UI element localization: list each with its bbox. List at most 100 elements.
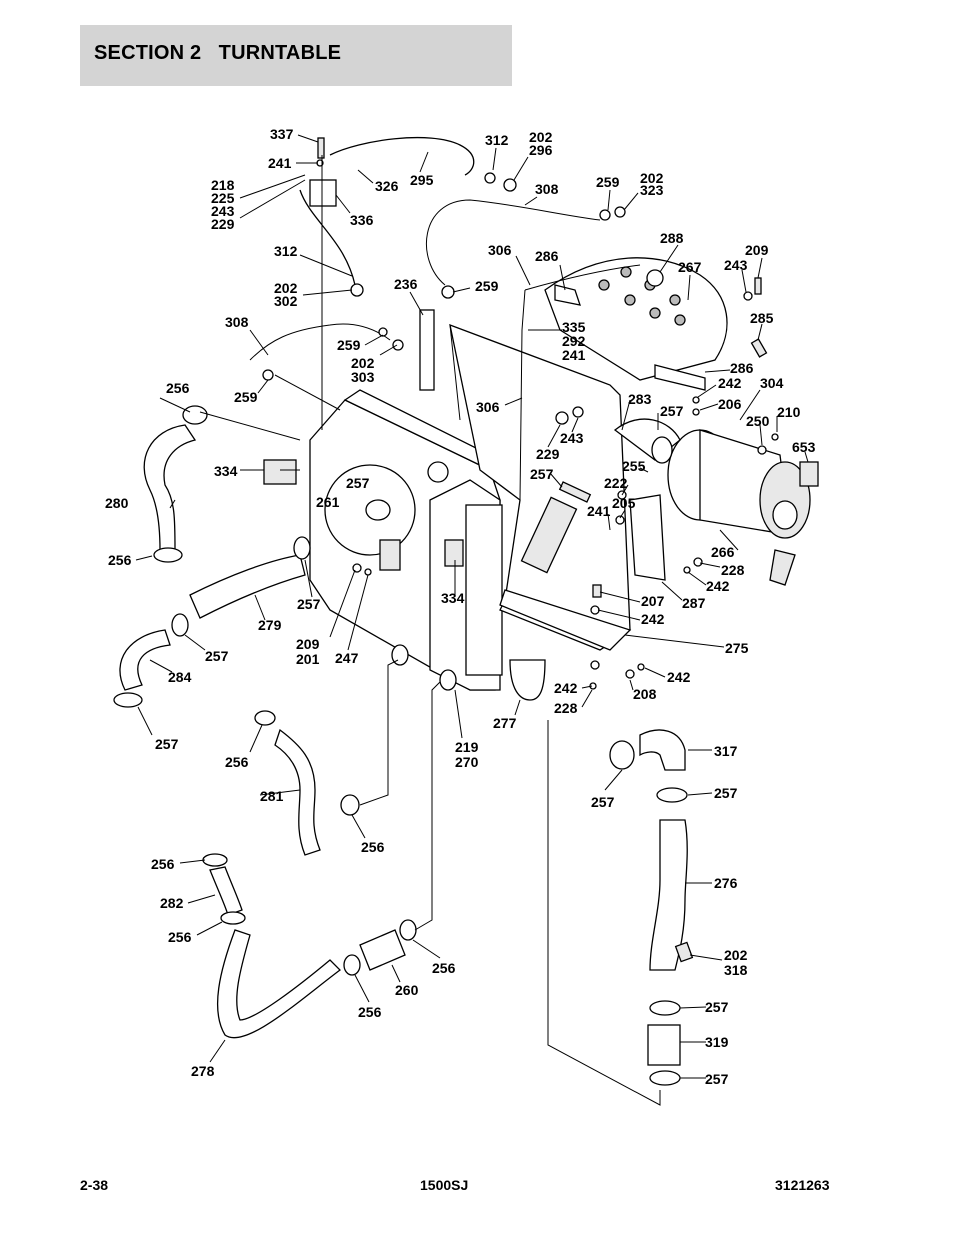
callout: 257 bbox=[155, 736, 179, 752]
callout: 256 bbox=[432, 960, 456, 976]
callout: 281 bbox=[260, 788, 284, 804]
callout: 256 bbox=[358, 1004, 382, 1020]
air-intake-manifold bbox=[544, 257, 728, 381]
callout: 256 bbox=[108, 552, 132, 568]
callout: 270 bbox=[455, 754, 479, 770]
callout: 241 bbox=[587, 503, 611, 519]
callout: 242 bbox=[554, 680, 578, 696]
callout: 302 bbox=[274, 293, 298, 309]
hose-282 bbox=[209, 866, 243, 916]
callout: 202 bbox=[529, 129, 553, 145]
callout: 259 bbox=[475, 278, 499, 294]
callout: 206 bbox=[718, 396, 742, 412]
callout: 295 bbox=[410, 172, 434, 188]
callout: 653 bbox=[792, 439, 816, 455]
callout: 280 bbox=[105, 495, 129, 511]
callout: 257 bbox=[591, 794, 615, 810]
callout: 296 bbox=[529, 142, 553, 158]
callout: 229 bbox=[536, 446, 560, 462]
callout: 259 bbox=[337, 337, 361, 353]
callout: 288 bbox=[660, 230, 684, 246]
callout: 267 bbox=[678, 259, 702, 275]
callout: 241 bbox=[562, 347, 586, 363]
tube-277 bbox=[509, 659, 546, 701]
hose-284 bbox=[119, 629, 171, 691]
callout: 208 bbox=[633, 686, 657, 702]
callout: 257 bbox=[297, 596, 321, 612]
callout: 306 bbox=[488, 242, 512, 258]
callout: 266 bbox=[711, 544, 735, 560]
callout: 261 bbox=[316, 494, 340, 510]
callout: 257 bbox=[530, 466, 554, 482]
callout: 319 bbox=[705, 1034, 729, 1050]
callout: 284 bbox=[168, 669, 192, 685]
callout: 256 bbox=[151, 856, 175, 872]
hose-281 bbox=[274, 728, 321, 856]
callout: 243 bbox=[211, 203, 235, 219]
callout: 236 bbox=[394, 276, 418, 292]
callout: 312 bbox=[274, 243, 298, 259]
callout: 250 bbox=[746, 413, 770, 429]
callout: 308 bbox=[535, 181, 559, 197]
callout: 335 bbox=[562, 319, 586, 335]
callout: 336 bbox=[350, 212, 374, 228]
callout: 229 bbox=[211, 216, 235, 232]
callout: 292 bbox=[562, 333, 586, 349]
hose-upper-left bbox=[299, 189, 356, 286]
callout: 202 bbox=[274, 280, 298, 296]
callout: 304 bbox=[760, 375, 784, 391]
callout: 334 bbox=[214, 463, 238, 479]
engine-cooling-assembly-drawing: 337 241 326 295 312 202 296 218 225 243 … bbox=[105, 126, 819, 1106]
callout: 242 bbox=[641, 611, 665, 627]
callout: 257 bbox=[346, 475, 370, 491]
section-header: SECTION 2 TURNTABLE bbox=[80, 25, 512, 86]
callout: 334 bbox=[441, 590, 465, 606]
callout: 201 bbox=[296, 651, 320, 667]
tube-308-top bbox=[425, 199, 601, 286]
callout: 308 bbox=[225, 314, 249, 330]
turntable-frame bbox=[419, 309, 632, 651]
callout: 219 bbox=[455, 739, 479, 755]
leader-lines bbox=[135, 134, 809, 1106]
hose-295 bbox=[329, 136, 475, 176]
callout: 282 bbox=[160, 895, 184, 911]
model-name: 1500SJ bbox=[420, 1177, 469, 1193]
elbow-317 bbox=[639, 729, 686, 771]
callout: 218 bbox=[211, 177, 235, 193]
hose-280 bbox=[143, 424, 197, 551]
callout: 222 bbox=[604, 475, 628, 491]
callout: 247 bbox=[335, 650, 359, 666]
callout: 257 bbox=[660, 403, 684, 419]
callout: 337 bbox=[270, 126, 294, 142]
callout: 202 bbox=[351, 355, 375, 371]
tube-257-mid bbox=[520, 496, 578, 574]
callout: 260 bbox=[395, 982, 419, 998]
hose-278 bbox=[216, 929, 341, 1039]
callout: 283 bbox=[628, 391, 652, 407]
callout: 205 bbox=[612, 495, 636, 511]
callout: 323 bbox=[640, 182, 664, 198]
callout: 257 bbox=[705, 999, 729, 1015]
section-title: SECTION 2 TURNTABLE bbox=[94, 42, 342, 64]
callout: 257 bbox=[714, 785, 738, 801]
callout: 242 bbox=[718, 375, 742, 391]
page-number: 2-38 bbox=[80, 1177, 109, 1193]
callout: 277 bbox=[493, 715, 517, 731]
callout: 225 bbox=[211, 190, 235, 206]
callout: 318 bbox=[724, 962, 748, 978]
callout: 256 bbox=[168, 929, 192, 945]
callout: 209 bbox=[296, 636, 320, 652]
callout: 256 bbox=[225, 754, 249, 770]
callout: 303 bbox=[351, 369, 375, 385]
hardware bbox=[262, 137, 819, 963]
callout: 326 bbox=[375, 178, 399, 194]
callout: 256 bbox=[361, 839, 385, 855]
callout: 210 bbox=[777, 404, 801, 420]
hose-260 bbox=[359, 929, 406, 971]
radiator bbox=[309, 389, 503, 691]
tube-308-left bbox=[249, 323, 391, 361]
callout: 287 bbox=[682, 595, 706, 611]
callout: 242 bbox=[706, 578, 730, 594]
callout: 243 bbox=[724, 257, 748, 273]
